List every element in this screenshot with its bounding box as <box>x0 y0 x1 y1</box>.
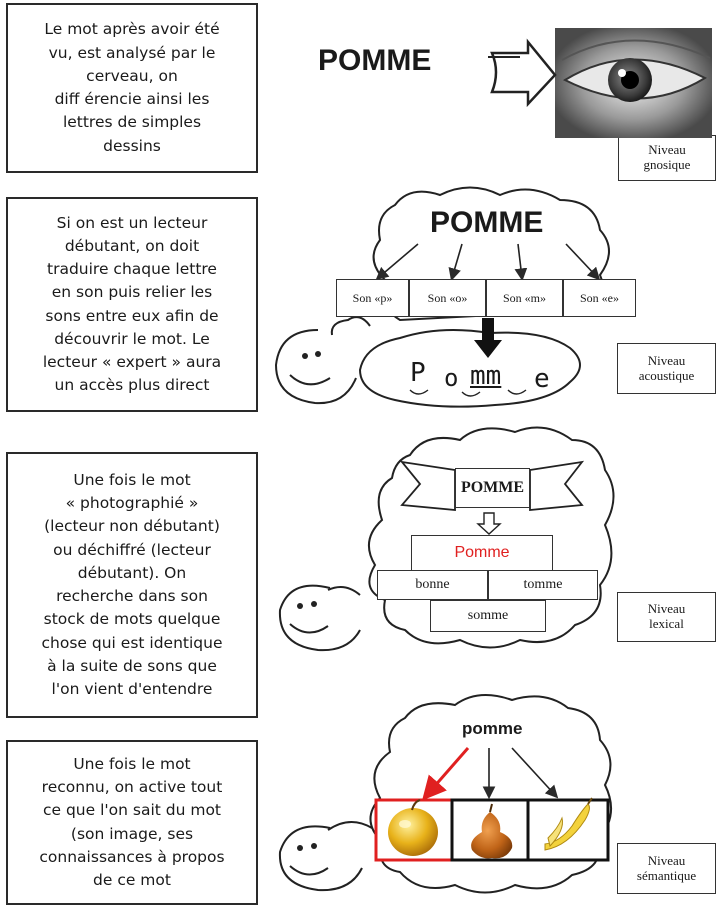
red-arrow <box>422 747 470 801</box>
word-semantique: pomme <box>462 719 523 738</box>
word-acoustique: POMME <box>430 206 544 239</box>
word-gnosique: POMME <box>318 44 432 77</box>
panel-acoustique-text: Si on est un lecteur débutant, on doit t… <box>6 197 258 412</box>
letter-e: e <box>534 364 550 394</box>
smiley-face-icon-lexical <box>278 584 361 652</box>
banana-image <box>544 797 593 851</box>
son-m: Son «m» <box>486 279 563 317</box>
lexical-candidate-tomme: tomme <box>488 570 598 600</box>
tag-acoustique: Niveau acoustique <box>617 343 716 394</box>
letter-mm: mm <box>470 361 502 391</box>
hollow-down-arrow-icon <box>476 512 502 535</box>
letter-o: o <box>444 364 459 392</box>
tag-semantique: Niveau sémantique <box>617 843 716 894</box>
ribbon-banner <box>399 460 456 511</box>
letter-p: P <box>410 358 426 388</box>
down-arrow-icon <box>474 318 502 358</box>
son-o: Son «o» <box>409 279 486 317</box>
big-arrow-icon <box>490 38 557 108</box>
lexical-candidate-somme: somme <box>430 600 546 632</box>
lexical-banner: POMME <box>455 468 530 508</box>
tag-lexical: Niveau lexical <box>617 592 716 642</box>
son-p: Son «p» <box>336 279 409 317</box>
panel-gnosique-text: Le mot après avoir été vu, est analysé p… <box>6 3 258 173</box>
panel-lexical-text: Une fois le mot « photographié » (lecteu… <box>6 452 258 718</box>
eye-image <box>555 28 712 138</box>
apple-image <box>388 799 438 856</box>
lexical-candidate-bonne: bonne <box>377 570 488 600</box>
tag-gnosique: Niveau gnosique <box>618 135 716 181</box>
lexical-match: Pomme <box>411 535 553 571</box>
son-e: Son «e» <box>563 279 636 317</box>
smiley-face-icon <box>274 329 357 405</box>
pear-image <box>471 803 513 859</box>
panel-semantique-text: Une fois le mot reconnu, on active tout … <box>6 740 258 905</box>
smiley-face-icon-semantique <box>278 821 373 892</box>
